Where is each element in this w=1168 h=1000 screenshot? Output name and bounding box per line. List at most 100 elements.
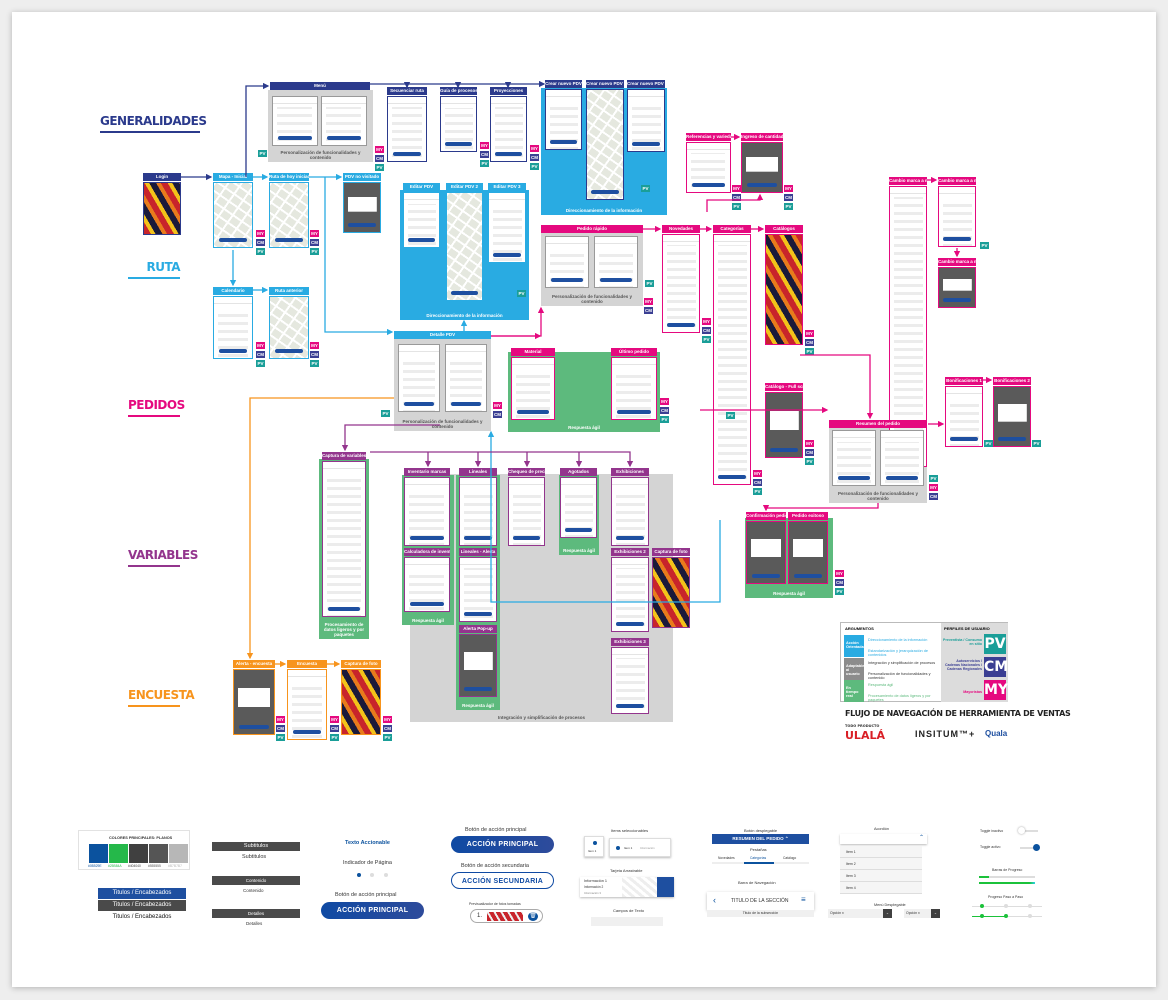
screen-agotados[interactable]: Agotados <box>560 468 597 538</box>
screen-catalogo-full-screen[interactable]: Catálogo - Full screen <box>765 383 803 458</box>
accordion-item[interactable]: Item 3 <box>840 870 922 882</box>
screen-cambio-marca-a-marca-3[interactable]: Cambio marca a marca 3 <box>938 258 976 308</box>
page-dot[interactable] <box>384 873 388 877</box>
profile-badge-pv: PV <box>805 348 814 355</box>
screen-guia-de-procesos[interactable]: Guía de procesos <box>440 87 477 152</box>
page-dot[interactable] <box>370 873 374 877</box>
screen-cambio-marca-a-marca-1[interactable]: Cambio marca a marca 1 <box>889 177 927 467</box>
menu-icon[interactable]: ≡ <box>801 895 806 904</box>
screen-exhibiciones[interactable]: Exhibiciones <box>611 468 649 546</box>
screen-mockup[interactable] <box>880 421 924 486</box>
draggable-card[interactable]: Información 1 Información 2 Información … <box>580 877 674 897</box>
primary-action-button[interactable]: ACCIÓN PRINCIPAL <box>321 902 424 919</box>
screen-resumen-del-pedido[interactable]: Resumen del pedido <box>829 420 927 428</box>
screen-ingreso-de-cantidades[interactable]: Ingreso de cantidades <box>741 133 783 193</box>
accordion-item[interactable]: Item 1 <box>840 846 922 858</box>
card-action-button[interactable] <box>657 877 674 897</box>
selectable-item-tile[interactable]: Item 1 <box>584 836 604 857</box>
content-bar: Contenido <box>212 876 300 885</box>
tab-novedades[interactable]: Novedades <box>718 856 735 860</box>
primary-action-button[interactable]: ACCIÓN PRINCIPAL <box>451 836 554 853</box>
screen-mockup[interactable] <box>445 335 487 412</box>
screen-chequeo-de-precios[interactable]: Chequeo de precios <box>508 468 545 546</box>
screen-login[interactable]: Login <box>143 173 181 235</box>
screen-catalogos[interactable]: Catálogos <box>765 225 803 345</box>
toggle-off[interactable] <box>1018 827 1038 834</box>
screen-inventario-marcas[interactable]: Inventario marcas <box>404 468 450 546</box>
profile-badge-pv: PV <box>980 242 989 249</box>
screen-primary-button <box>274 349 304 353</box>
screen-lineales[interactable]: Lineales <box>459 468 497 546</box>
accordion-header[interactable]: ⌃ <box>840 834 927 844</box>
screen-menu[interactable]: Menú <box>270 82 370 90</box>
tab-categorias[interactable]: Categorías <box>750 856 767 860</box>
actionable-text-link[interactable]: Texto Accionable <box>345 840 390 846</box>
screen-bonificaciones-1[interactable]: Bonificaciones 1 <box>945 377 983 447</box>
screen-ultimo-pedido[interactable]: Último pedido <box>611 348 657 420</box>
screen-crear-nuevo-pdv[interactable]: Crear nuevo PDV <box>545 80 582 150</box>
screen-mapa-inicial[interactable]: Mapa - Inicial <box>213 173 253 248</box>
secondary-action-button[interactable]: ACCIÓN SECUNDARIA <box>451 872 554 889</box>
screen-cambio-marca-a-marca-2[interactable]: Cambio marca a marca 2 <box>938 177 976 247</box>
tab-catalogo[interactable]: Catálogo <box>783 856 797 860</box>
accordion-item[interactable]: Item 2 <box>840 858 922 870</box>
screen-mockup[interactable] <box>545 227 589 288</box>
screen-mockup[interactable] <box>321 87 367 146</box>
profiles-title: PERFILES DE USUARIO <box>944 626 990 631</box>
toggle-on[interactable] <box>1020 844 1040 851</box>
trash-icon[interactable]: 🗑 <box>528 912 538 921</box>
dropdown-button[interactable]: RESUMEN DEL PEDIDO ⌃ <box>712 834 809 844</box>
screen-mockup <box>560 477 597 538</box>
tabs-underline <box>712 862 809 864</box>
screen-pedido-rapido[interactable]: Pedido rápido <box>541 225 643 233</box>
screen-primary-button <box>550 140 577 144</box>
screen-alerta-encuesta[interactable]: Alerta - encuesta <box>233 660 275 735</box>
screen-pdv-no-visitado[interactable]: PDV no visitado <box>343 173 381 233</box>
screen-editar-pdv-2[interactable]: Editar PDV 2 <box>446 183 483 301</box>
screen-mockup[interactable] <box>398 335 440 412</box>
screen-referencias-y-variedades[interactable]: Referencias y variedades <box>686 133 731 193</box>
dropdown-menu[interactable]: Opción x⌄ <box>904 909 940 918</box>
screen-material[interactable]: Material <box>511 348 555 420</box>
screen-mockup[interactable] <box>272 87 318 146</box>
accordion-item[interactable]: Item 4 <box>840 882 922 894</box>
screen-detalle-pdv[interactable]: Detalle PDV <box>394 331 491 339</box>
dropdown-panel: Botón desplegable RESUMEN DEL PEDIDO ⌃ P… <box>700 825 820 930</box>
screen-confirmacion-pedido[interactable]: Confirmación pedido <box>746 512 786 584</box>
screen-editar-pdv-3[interactable]: Editar PDV 3 <box>488 183 526 263</box>
screen-ruta-de-hoy-iniciada[interactable]: Ruta de hoy iniciada <box>269 173 309 248</box>
screen-mockup[interactable] <box>832 421 876 486</box>
screen-crear-nuevo-pdv-2[interactable]: Crear nuevo PDV 2 <box>586 80 624 200</box>
screen-mockup[interactable] <box>594 227 638 288</box>
screen-exhibiciones-3[interactable]: Exhibiciones 3 <box>611 638 649 714</box>
screen-bonificaciones-2[interactable]: Bonificaciones 2 <box>993 377 1031 447</box>
screen-primary-button <box>218 349 248 353</box>
screen-captura-de-foto[interactable]: Captura de foto <box>652 548 690 628</box>
screen-calculadora-de-inventario[interactable]: Calculadora de inventario <box>404 548 450 612</box>
text-field[interactable] <box>591 917 663 926</box>
dropdown-menu[interactable]: Opción x⌄ <box>828 909 892 918</box>
profile-badge-my: MY <box>732 185 741 192</box>
screen-exhibiciones-2[interactable]: Exhibiciones 2 <box>611 548 649 632</box>
screen-proyecciones[interactable]: Proyecciones <box>490 87 527 162</box>
screen-captura-de-variables[interactable]: Captura de variables <box>322 452 366 617</box>
screen-editar-pdv[interactable]: Editar PDV <box>403 183 440 248</box>
screen-calendario[interactable]: Calendario <box>213 287 253 359</box>
screen-alerta-pop-up[interactable]: Alerta Pop-up <box>459 625 497 697</box>
screen-primary-button <box>838 476 870 480</box>
back-icon[interactable]: ‹ <box>713 895 716 905</box>
screen-ruta-anterior[interactable]: Ruta anterior <box>269 287 309 359</box>
screen-captura-de-foto[interactable]: Captura de foto <box>341 660 381 735</box>
screen-lineales-alerta[interactable]: Lineales - Alerta <box>459 548 497 622</box>
screen-novedades[interactable]: Novedades <box>662 225 700 333</box>
legend-item: Personalización de funcionalidades y con… <box>868 672 931 680</box>
screen-categorias[interactable]: Categorías <box>713 225 751 485</box>
screen-crear-nuevo-pdv-3[interactable]: Crear nuevo PDV 3 <box>627 80 665 152</box>
screen-secuenciar-ruta[interactable]: Secuenciar ruta <box>387 87 427 162</box>
photo-thumbnail[interactable] <box>487 912 523 921</box>
screen-encuesta[interactable]: Encuesta <box>287 660 327 740</box>
screen-pedido-exitoso[interactable]: Pedido exitoso <box>788 512 828 584</box>
page-dot-active[interactable] <box>357 873 361 877</box>
screen-mockup <box>213 296 253 359</box>
